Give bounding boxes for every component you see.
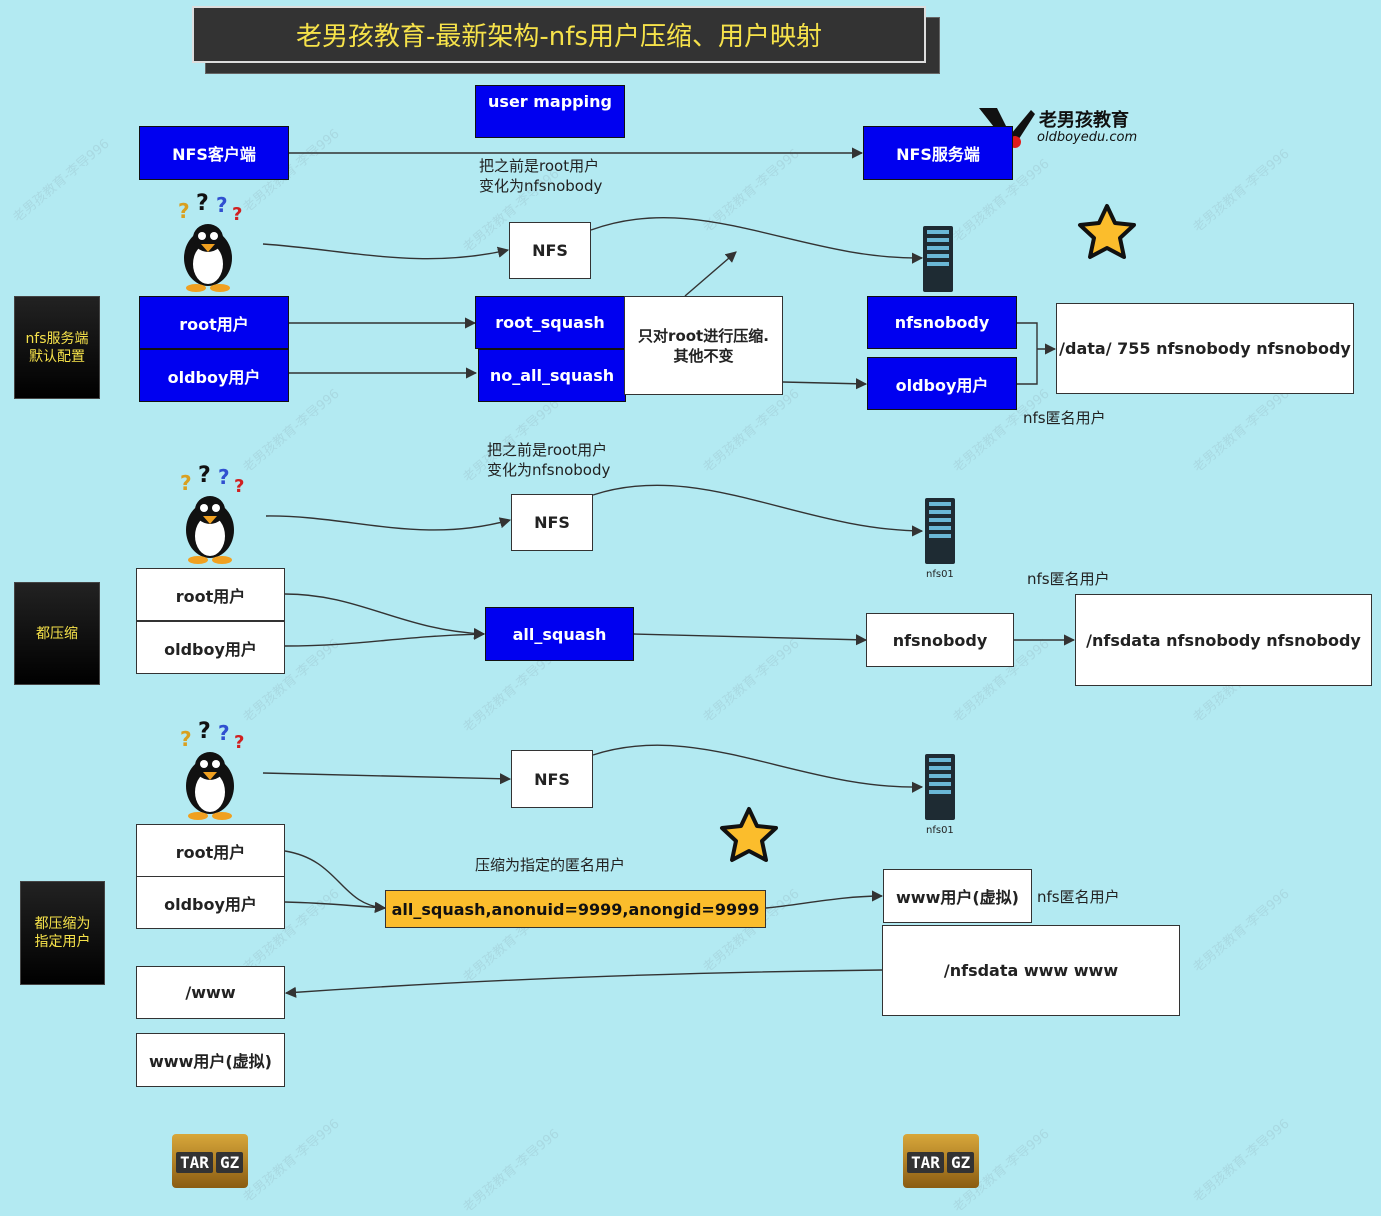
- server-label: nfs01: [926, 569, 954, 580]
- svg-text:?: ?: [218, 721, 230, 745]
- svg-text:?: ?: [216, 193, 228, 217]
- root-user-box: root用户: [136, 568, 285, 621]
- svg-text:?: ?: [232, 204, 242, 225]
- nfs-box: NFS: [511, 750, 593, 808]
- oldboy-user-box: oldboy用户: [136, 621, 285, 674]
- www-user-client-box: www用户(虚拟): [136, 1033, 285, 1087]
- penguin-icon: ? ? ? ?: [178, 192, 242, 292]
- svg-text:?: ?: [178, 199, 190, 223]
- user-mapping-box: user mapping: [475, 85, 625, 138]
- svg-text:?: ?: [234, 476, 244, 497]
- nfsnobody-box: nfsnobody: [867, 296, 1017, 349]
- logo-cn: 老男孩教育: [1039, 110, 1129, 131]
- nfs-box: NFS: [511, 494, 593, 551]
- server-icon: [925, 498, 955, 564]
- svg-text:?: ?: [234, 732, 244, 753]
- oldboy-mapped-box: oldboy用户: [867, 357, 1017, 410]
- nfs-box: NFS: [509, 222, 591, 279]
- section3-side-label: 都压缩为 指定用户: [20, 881, 105, 985]
- top-arrow-note: 把之前是root用户 变化为nfsnobody: [479, 157, 603, 195]
- page-title: 老男孩教育-最新架构-nfs用户压缩、用户映射: [192, 6, 926, 63]
- section2-arrow-note: 把之前是root用户 变化为nfsnobody: [487, 441, 611, 479]
- nfs-server-box: NFS服务端: [863, 126, 1013, 180]
- anon-note: 压缩为指定的匿名用户: [475, 856, 626, 874]
- star-icon: [1078, 204, 1136, 259]
- svg-text:?: ?: [180, 727, 192, 751]
- star-icon: [720, 807, 778, 862]
- anon-user-label: nfs匿名用户: [1037, 888, 1120, 906]
- penguin-icon: ? ? ? ?: [180, 464, 244, 564]
- root-squash-box: root_squash: [475, 296, 625, 349]
- all-squash-box: all_squash: [485, 607, 634, 661]
- nfsnobody-box: nfsnobody: [866, 613, 1014, 667]
- nfsdata-www-box: /nfsdata www www: [882, 925, 1180, 1016]
- anon-user-label: nfs匿名用户: [1027, 570, 1110, 588]
- server-icon: [925, 754, 955, 820]
- svg-text:?: ?: [198, 720, 211, 744]
- no-all-squash-box: no_all_squash: [478, 349, 626, 402]
- oldboy-user-box: oldboy用户: [136, 876, 285, 929]
- penguin-icon: ? ? ? ?: [180, 720, 244, 820]
- data-dir-box: /data/ 755 nfsnobody nfsnobody: [1056, 303, 1354, 394]
- nfsdata-dir-box: /nfsdata nfsnobody nfsnobody: [1075, 594, 1372, 686]
- root-only-note: 只对root进行压缩. 其他不变: [624, 296, 783, 395]
- section1-side-label: nfs服务端 默认配置: [14, 296, 100, 399]
- anon-option-box: all_squash,anonuid=9999,anongid=9999: [385, 890, 766, 928]
- svg-text:?: ?: [218, 465, 230, 489]
- logo-en: oldboyedu.com: [1037, 130, 1138, 145]
- root-user-box: root用户: [136, 824, 285, 877]
- root-user-box: root用户: [139, 296, 289, 349]
- section2-side-label: 都压缩: [14, 582, 100, 685]
- server-label: nfs01: [926, 825, 954, 836]
- nfs-client-box: NFS客户端: [139, 126, 289, 180]
- oldboy-user-box: oldboy用户: [139, 349, 289, 402]
- svg-text:?: ?: [198, 464, 211, 488]
- www-dir-box: /www: [136, 966, 285, 1019]
- svg-text:?: ?: [196, 192, 209, 216]
- server-icon: [923, 226, 953, 292]
- anon-user-label: nfs匿名用户: [1023, 409, 1106, 427]
- svg-text:?: ?: [180, 471, 192, 495]
- www-user-box: www用户(虚拟): [883, 869, 1032, 923]
